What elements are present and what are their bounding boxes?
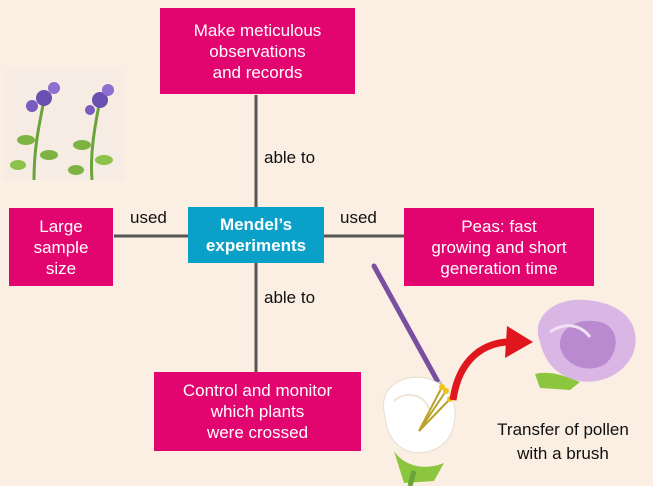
pea-plant-image [4, 70, 124, 180]
node-control-crosses: Control and monitor which plants were cr… [154, 372, 361, 451]
node-sample-size: Large sample size [9, 208, 113, 286]
edge-label-right: used [340, 208, 377, 227]
white-flower-image [383, 376, 456, 486]
edge-label-bottom: able to [264, 288, 316, 307]
node-peas: Peas: fast growing and short generation … [404, 208, 594, 286]
center-node: Mendel’s experiments [188, 207, 324, 263]
purple-flower-image [535, 299, 636, 390]
edge-label-left: used [130, 208, 167, 227]
pollen-transfer-caption: Transfer of pollen with a brush [497, 420, 629, 463]
edge-label-top: able to [264, 148, 316, 167]
node-observations: Make meticulous observations and records [160, 8, 355, 94]
transfer-arrow-icon [449, 326, 533, 401]
